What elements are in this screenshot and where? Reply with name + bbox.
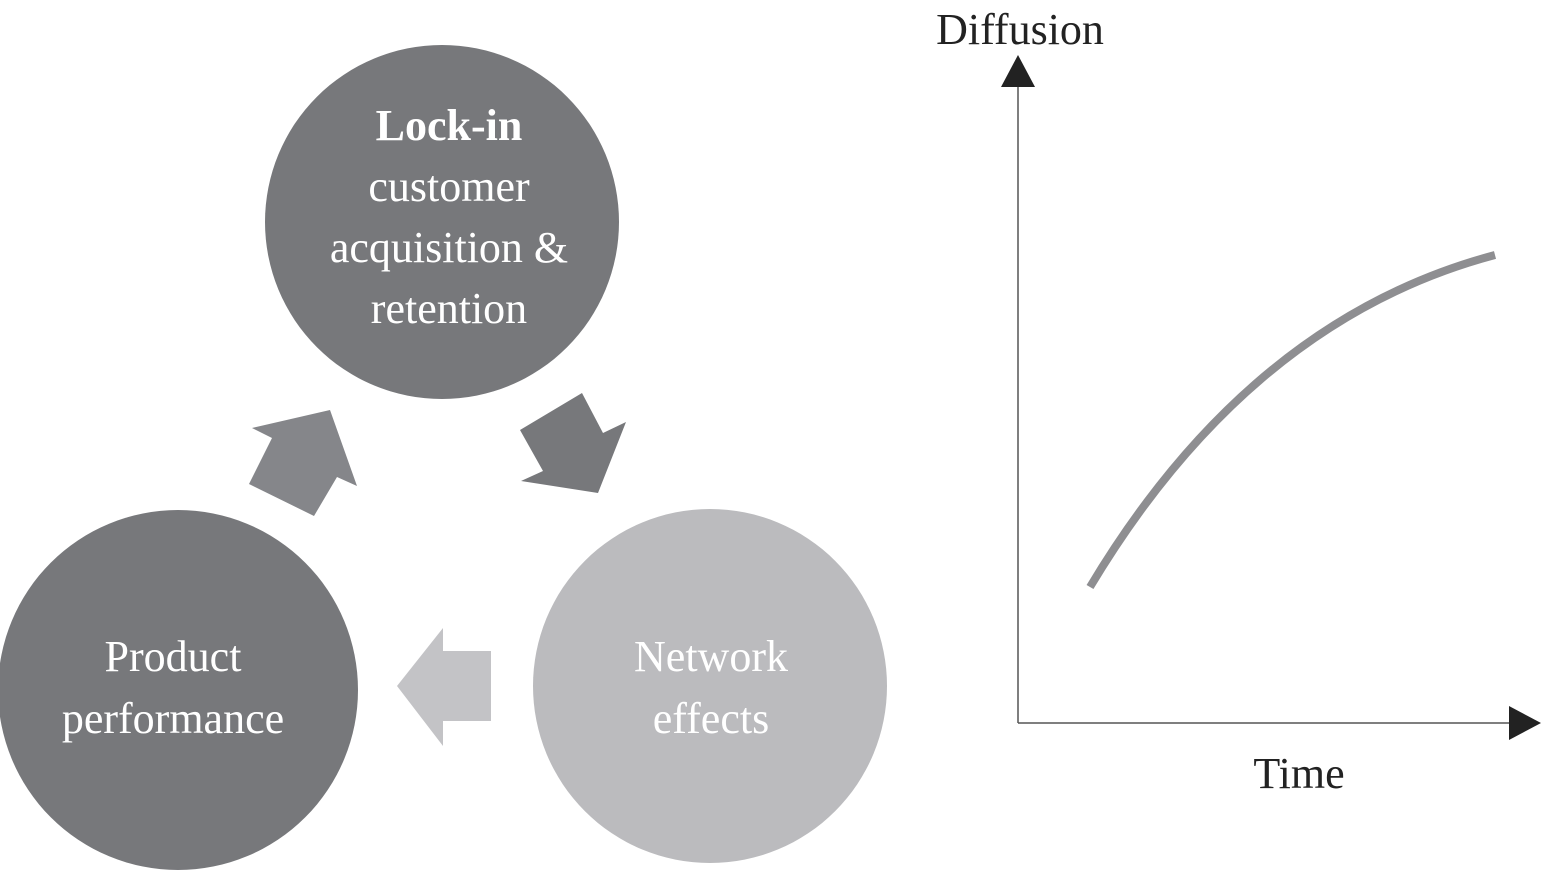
diffusion-graph: Diffusion Time (936, 5, 1541, 798)
network-effects-line-2: effects (653, 694, 769, 743)
lock-in-circle (265, 45, 619, 399)
arrow-lock-in-to-network-effects (520, 393, 626, 493)
lock-in-node: Lock-in customer acquisition & retention (265, 45, 619, 399)
arrow-network-effects-to-product (397, 628, 491, 746)
y-axis-arrowhead (1001, 55, 1035, 87)
lock-in-line-3: retention (371, 284, 527, 333)
x-axis-label: Time (1253, 749, 1344, 798)
arrow-product-to-lock-in (249, 410, 357, 516)
product-performance-node: Product performance (0, 510, 358, 870)
x-axis-arrowhead (1509, 706, 1541, 740)
cycle-diagram: Lock-in customer acquisition & retention… (0, 45, 887, 870)
product-performance-circle (0, 510, 358, 870)
network-effects-circle (533, 509, 887, 863)
diffusion-curve (1086, 251, 1497, 590)
product-performance-line-1: Product (105, 632, 242, 681)
lock-in-line-1: customer (368, 162, 530, 211)
network-effects-node: Network effects (533, 509, 887, 863)
lock-in-title: Lock-in (376, 101, 523, 150)
product-performance-line-2: performance (62, 694, 284, 743)
y-axis-label: Diffusion (936, 5, 1104, 54)
lock-in-line-2: acquisition & (330, 223, 568, 272)
network-effects-line-1: Network (634, 632, 788, 681)
